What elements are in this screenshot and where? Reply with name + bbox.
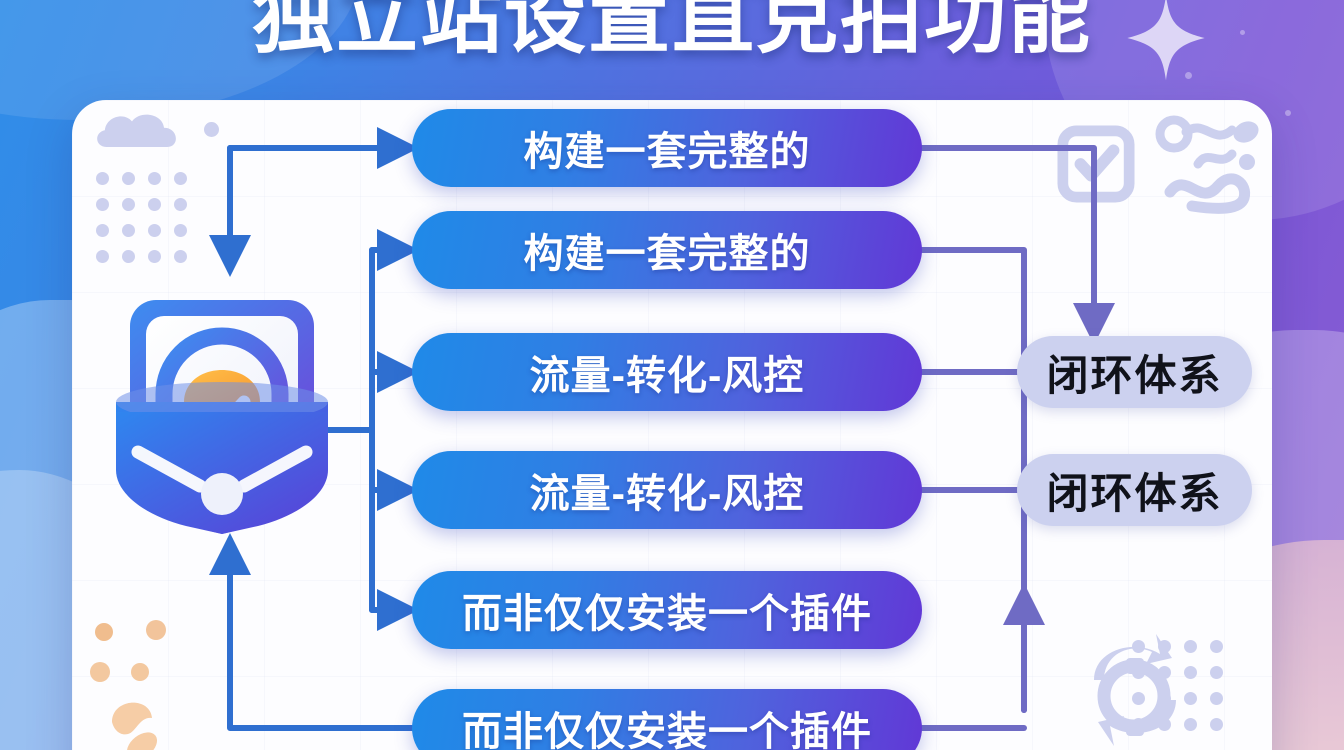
node-pill[interactable]: 构建一套完整的 bbox=[412, 211, 922, 289]
fleck-dot bbox=[204, 122, 219, 137]
node-pill-label: 流量-转化-风控 bbox=[529, 354, 805, 398]
output-pill-label: 闭环体系 bbox=[1046, 351, 1223, 399]
node-pill[interactable]: 构建一套完整的 bbox=[412, 109, 922, 187]
page-title: 独立站设置直克拍功能 bbox=[251, 0, 1092, 63]
node-pill-label: 而非仅仅安装一个插件 bbox=[462, 592, 872, 636]
node-pill[interactable]: 流量-转化-风控 bbox=[412, 451, 922, 529]
node-pill[interactable]: 而非仅仅安装一个插件 bbox=[412, 571, 922, 649]
fleck-dot bbox=[1185, 72, 1192, 79]
output-pill[interactable]: 闭环体系 bbox=[1017, 336, 1252, 408]
fleck-dot bbox=[1240, 30, 1245, 35]
output-pill[interactable]: 闭环体系 bbox=[1017, 454, 1252, 526]
fleck-dot bbox=[1285, 110, 1291, 116]
node-pill-label: 流量-转化-风控 bbox=[529, 472, 805, 516]
node-pill-label: 构建一套完整的 bbox=[523, 130, 811, 174]
connector-wires bbox=[209, 127, 1115, 731]
node-pill[interactable]: 流量-转化-风控 bbox=[412, 333, 922, 411]
node-pill-label: 而非仅仅安装一个插件 bbox=[462, 710, 872, 750]
diagram-card: 构建一套完整的 构建一套完整的 流量-转化-风控 流量-转化-风控 而非仅仅安装… bbox=[72, 100, 1272, 750]
dot-grid-icon bbox=[96, 172, 187, 263]
node-pill[interactable]: 而非仅仅安装一个插件 bbox=[412, 689, 922, 750]
shield-check-basket-logo bbox=[116, 300, 328, 534]
node-pill-label: 构建一套完整的 bbox=[523, 232, 811, 276]
output-pill-label: 闭环体系 bbox=[1046, 469, 1223, 517]
